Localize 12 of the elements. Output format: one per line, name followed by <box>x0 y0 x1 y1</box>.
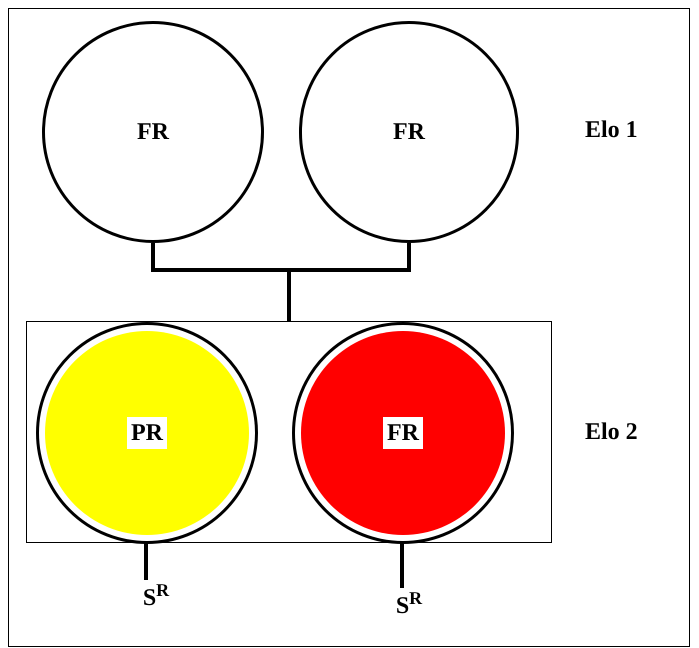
connector-line <box>287 243 411 321</box>
signal-label: S$^{R}$ <box>142 586 170 610</box>
group-box <box>26 321 552 543</box>
level-label: Elo 2 <box>585 418 638 447</box>
node-text: FR <box>383 417 423 449</box>
node-text: PR <box>127 417 167 449</box>
node-text: FR <box>393 120 425 144</box>
connector-line <box>400 543 404 588</box>
signal-label: S$^{R}$ <box>396 594 422 618</box>
node-text: FR <box>137 120 169 144</box>
level-label: Elo 1 <box>585 116 638 145</box>
connector-line <box>144 543 148 580</box>
